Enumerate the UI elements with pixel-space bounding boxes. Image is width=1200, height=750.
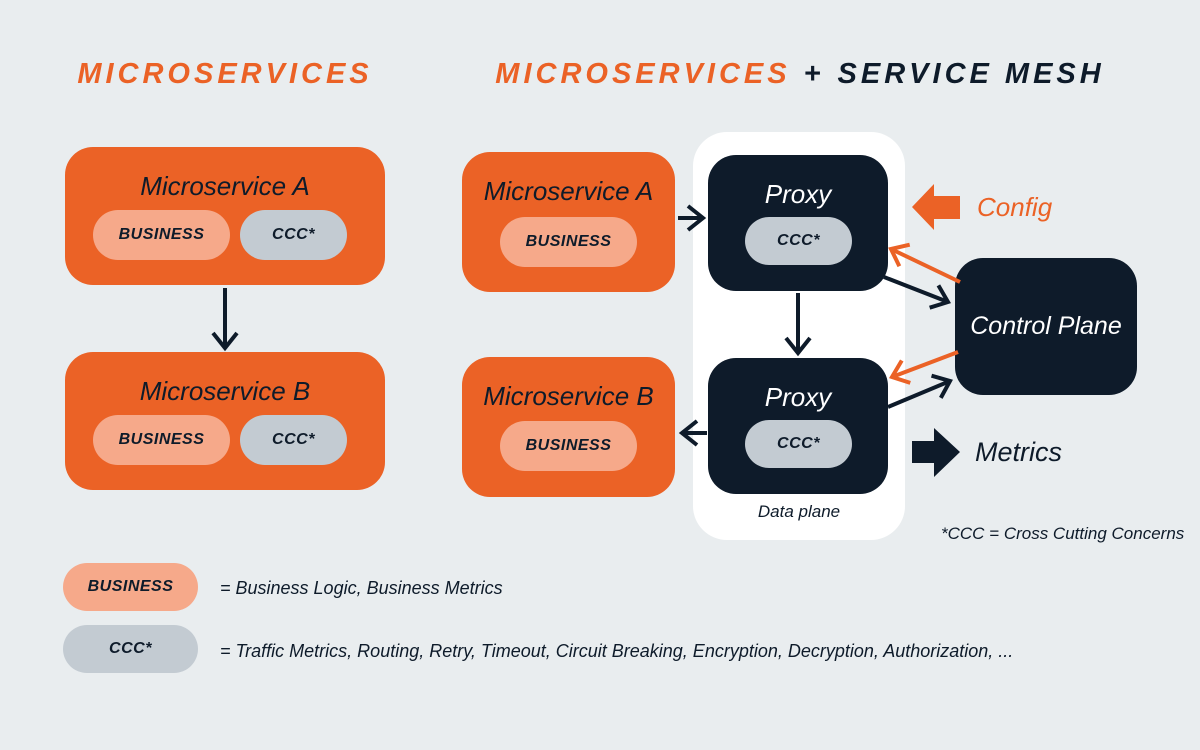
left-microservice-a-title: Microservice A [140, 171, 310, 201]
proxy-b-title: Proxy [764, 382, 832, 412]
right-microservice-a-box: Microservice A BUSINESS [462, 152, 675, 292]
legend-ccc-pill: CCC* [63, 625, 198, 673]
ccc-footnote: *CCC = Cross Cutting Concerns [941, 524, 1185, 543]
left-microservice-b-title: Microservice B [139, 376, 311, 406]
config-arrow-icon [912, 184, 960, 230]
config-label: Config [977, 192, 1053, 222]
ccc-pill: CCC* [745, 420, 852, 468]
right-title-microservices: MICROSERVICES [495, 58, 791, 90]
control-plane-title: Control Plane [970, 312, 1122, 340]
metrics-arrow-icon [912, 428, 960, 477]
data-plane-label: Data plane [757, 502, 841, 521]
legend-business-description: = Business Logic, Business Metrics [220, 578, 503, 598]
ccc-pill: CCC* [745, 217, 852, 265]
right-title-service-mesh: SERVICE MESH [837, 58, 1105, 90]
business-pill: BUSINESS [93, 415, 230, 465]
business-pill: BUSINESS [500, 421, 637, 471]
right-title-plus: + [803, 58, 825, 90]
proxy-a-box: Proxy CCC* [708, 155, 888, 291]
right-microservice-b-box: Microservice B BUSINESS [462, 357, 675, 497]
right-microservice-b-title: Microservice B [483, 381, 654, 411]
ccc-pill: CCC* [240, 415, 347, 465]
proxy-a-title: Proxy [764, 179, 832, 209]
ccc-pill: CCC* [240, 210, 347, 260]
legend-business-pill: BUSINESS [63, 563, 198, 611]
legend-ccc-description: = Traffic Metrics, Routing, Retry, Timeo… [220, 641, 1014, 661]
business-pill: BUSINESS [93, 210, 230, 260]
metrics-label: Metrics [975, 437, 1062, 467]
business-pill: BUSINESS [500, 217, 637, 267]
control-plane-box: Control Plane [955, 258, 1137, 395]
right-panel-title: MICROSERVICES + SERVICE MESH [495, 58, 1100, 91]
left-microservice-a-box: Microservice A BUSINESS CCC* [65, 147, 385, 285]
right-microservice-a-title: Microservice A [483, 176, 654, 206]
left-panel-title: MICROSERVICES [77, 58, 373, 90]
proxy-b-box: Proxy CCC* [708, 358, 888, 494]
left-microservice-b-box: Microservice B BUSINESS CCC* [65, 352, 385, 490]
